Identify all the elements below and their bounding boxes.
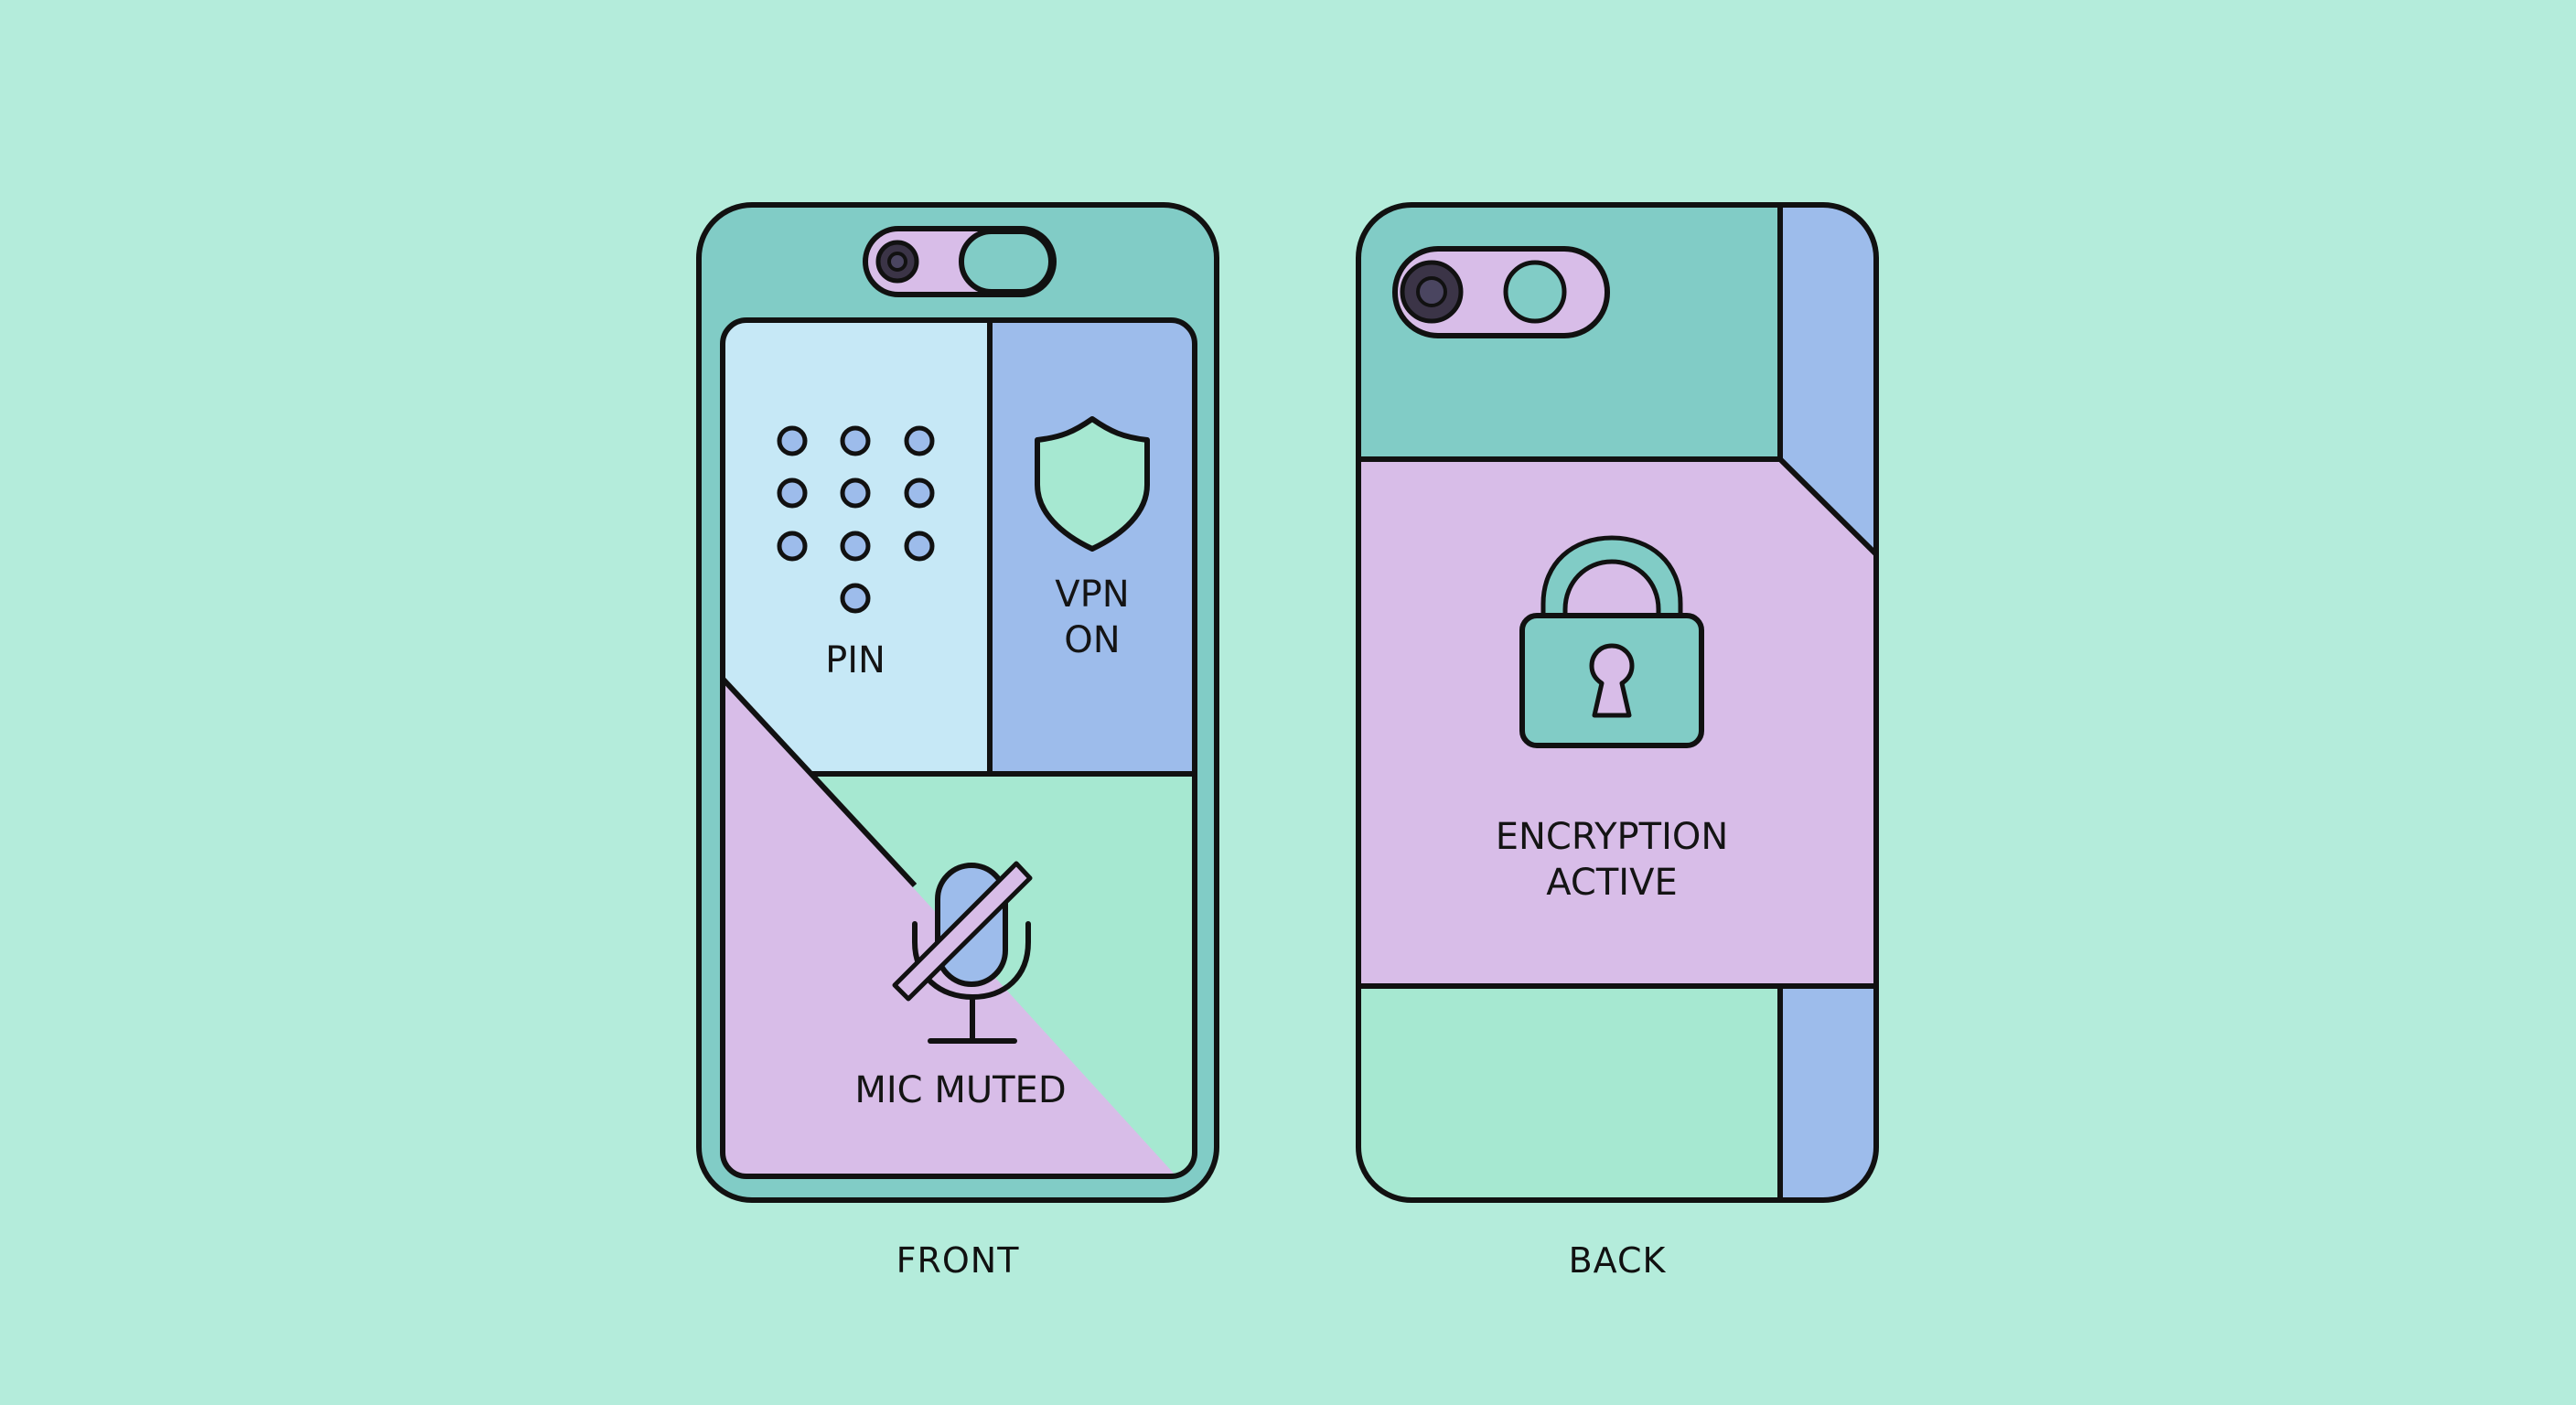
divider [720,676,918,888]
pin-label: PIN [825,639,886,681]
shield-icon [1035,416,1150,552]
side-strip-bottom [1780,986,1876,1200]
privacy-shutter-toggle[interactable] [863,226,1057,297]
back-bottom-panel [1358,986,1780,1200]
mic-muted-label: MIC MUTED [854,1069,1066,1111]
microphone-muted-icon [892,861,1033,1044]
rear-camera-module-icon [1392,246,1610,338]
encryption-label-line2: ACTIVE [1546,862,1677,904]
back-phone-body [1356,202,1879,1203]
front-caption: FRONT [896,1240,1020,1281]
front-camera-icon [875,240,919,284]
encryption-label-line1: ENCRYPTION [1496,816,1729,858]
padlock-icon [1519,535,1704,748]
back-phone: ENCRYPTION ACTIVE [1356,202,1879,1203]
front-phone: PIN VPN ON MIC MUTED [696,202,1219,1203]
keypad-dots-icon [777,425,935,614]
vpn-label-line1: VPN [1055,574,1129,616]
back-caption: BACK [1568,1240,1667,1281]
divider [1777,456,1879,557]
vpn-label-line2: ON [1064,619,1120,661]
